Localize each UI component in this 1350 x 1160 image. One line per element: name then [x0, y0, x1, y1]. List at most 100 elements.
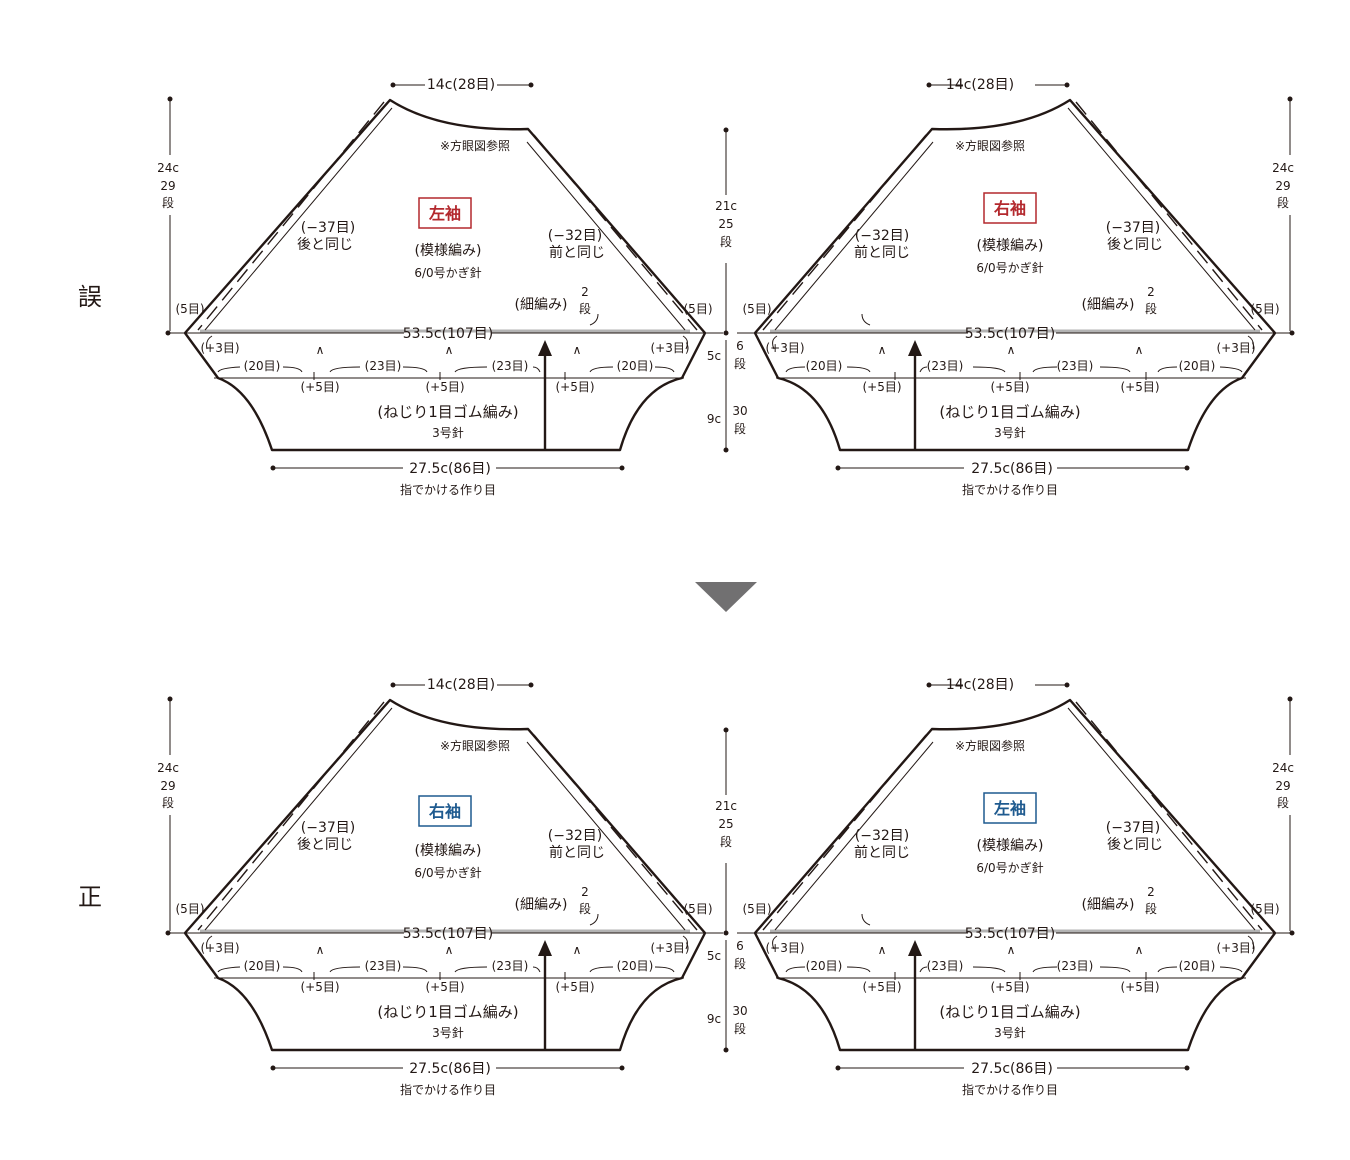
cap-height-c: 21c [715, 199, 737, 213]
cuff-height-rows: 30 [732, 404, 747, 418]
plus3-right: (+3目) [650, 341, 689, 355]
height-total-unit: 段 [162, 795, 174, 810]
five-sts-left: (5目) [743, 302, 772, 316]
caret-3: ∧ [1135, 943, 1144, 957]
full-width-label: 53.5c(107目) [965, 326, 1056, 342]
height-total-c: 24c [157, 161, 179, 175]
plus3-left: (+3目) [765, 341, 804, 355]
center-dims-top: 21c 25 段 5c 6 段 9c 30 段 [707, 127, 748, 453]
front-dec-label: (−32目) [855, 828, 909, 844]
front-dec-label: (−32目) [855, 228, 909, 244]
height-total-c: 24c [1272, 161, 1294, 175]
height-total-rows: 29 [160, 179, 175, 193]
twenty-right: (20目) [1179, 359, 1216, 373]
plus5-3: (+5目) [1120, 380, 1159, 394]
plus5-2: (+5目) [990, 980, 1029, 994]
front-same-label: 前と同じ [549, 844, 605, 861]
piece-top-left: 14c(28目) ※方眼図参照 左袖 (模様編み) 6/0号かぎ針 (−37目)… [157, 77, 725, 497]
cast-on-width-label: 27.5c(86目) [409, 461, 491, 477]
caret-1: ∧ [316, 943, 325, 957]
caret-2: ∧ [1007, 943, 1016, 957]
rows-2-num: 2 [581, 885, 589, 899]
back-dec-label: (−37目) [1106, 820, 1160, 836]
twentythree-1: (23目) [927, 359, 964, 373]
caret-3: ∧ [1135, 343, 1144, 357]
cuff-height-unit: 段 [734, 1021, 746, 1036]
hook-label: 6/0号かぎ針 [414, 865, 481, 880]
pattern-label: (模様編み) [977, 238, 1044, 254]
grid-ref-note: ※方眼図参照 [440, 738, 510, 753]
piece-top-right: 14c(28目) ※方眼図参照 右袖 (模様編み) 6/0号かぎ針 (−37目)… [735, 77, 1296, 497]
twenty-right: (20目) [617, 959, 654, 973]
pattern-label: (模様編み) [415, 843, 482, 859]
piece-bottom-left: 14c(28目) ※方眼図参照 右袖 (模様編み) 6/0号かぎ針 (−37目)… [157, 677, 725, 1097]
twenty-right: (20目) [1179, 959, 1216, 973]
caret-1: ∧ [878, 343, 887, 357]
caret-1: ∧ [316, 343, 325, 357]
piece-bottom-right: 14c(28目) ※方眼図参照 左袖 (模様編み) 6/0号かぎ針 (−37目)… [735, 677, 1296, 1097]
caret-2: ∧ [1007, 343, 1016, 357]
five-sts-left: (5目) [176, 302, 205, 316]
top-width-label: 14c(28目) [946, 77, 1014, 93]
plus3-right: (+3目) [1216, 341, 1255, 355]
single-crochet-label: (細編み) [515, 897, 568, 913]
hook-label: 6/0号かぎ針 [414, 265, 481, 280]
twenty-left: (20目) [806, 359, 843, 373]
piece-name-box [418, 795, 472, 827]
center-dims-bottom: 21c 25 段 5c 6 段 9c 30 段 [707, 727, 748, 1053]
plus3-left: (+3目) [200, 341, 239, 355]
plus3-left: (+3目) [200, 941, 239, 955]
height-total-unit: 段 [1277, 195, 1289, 210]
twentythree-2: (23目) [492, 959, 529, 973]
rows-2-num: 2 [581, 285, 589, 299]
rows-2-unit: 段 [579, 301, 591, 316]
rows-2-unit: 段 [579, 901, 591, 916]
cap-height-unit: 段 [720, 234, 732, 249]
back-dec-label: (−37目) [301, 220, 355, 236]
plus5-1: (+5目) [300, 980, 339, 994]
band-height-c: 5c [707, 949, 721, 963]
top-width-label: 14c(28目) [427, 677, 495, 693]
back-dec-label: (−37目) [301, 820, 355, 836]
back-same-label: 後と同じ [1107, 237, 1163, 253]
height-total-unit: 段 [1277, 795, 1289, 810]
plus5-3: (+5目) [555, 380, 594, 394]
rows-2-unit: 段 [1145, 301, 1157, 316]
plus3-left: (+3目) [765, 941, 804, 955]
cast-on-width-label: 27.5c(86目) [971, 1061, 1053, 1077]
needle-label: 3号針 [994, 1025, 1026, 1040]
needle-label: 3号針 [994, 425, 1026, 440]
twentythree-1: (23目) [365, 959, 402, 973]
cuff-height-c: 9c [707, 412, 721, 426]
cap-height-unit: 段 [720, 834, 732, 849]
five-sts-left: (5目) [176, 902, 205, 916]
front-same-label: 前と同じ [854, 244, 910, 261]
band-height-rows: 6 [736, 939, 744, 953]
twentythree-1: (23目) [365, 359, 402, 373]
piece-name: 左袖 [993, 799, 1026, 818]
cast-on-label: 指でかける作り目 [962, 482, 1058, 497]
five-sts-right: (5目) [1251, 902, 1280, 916]
rib-label: (ねじり1目ゴム編み) [939, 403, 1080, 421]
five-sts-left: (5目) [743, 902, 772, 916]
hook-label: 6/0号かぎ針 [976, 860, 1043, 875]
hook-label: 6/0号かぎ針 [976, 260, 1043, 275]
twentythree-2: (23目) [492, 359, 529, 373]
rows-2-num: 2 [1147, 885, 1155, 899]
cap-height-rows: 25 [718, 817, 733, 831]
piece-name: 左袖 [428, 204, 461, 223]
plus5-1: (+5目) [300, 380, 339, 394]
down-arrow-icon [695, 582, 757, 612]
band-height-unit: 段 [734, 956, 746, 971]
cast-on-label: 指でかける作り目 [400, 482, 496, 497]
back-dec-label: (−37目) [1106, 220, 1160, 236]
top-width-label: 14c(28目) [946, 677, 1014, 693]
grid-ref-note: ※方眼図参照 [955, 738, 1025, 753]
full-width-label: 53.5c(107目) [403, 926, 494, 942]
caret-2: ∧ [445, 943, 454, 957]
twenty-right: (20目) [617, 359, 654, 373]
cuff-height-unit: 段 [734, 421, 746, 436]
plus5-1: (+5目) [862, 980, 901, 994]
pattern-label: (模様編み) [415, 243, 482, 259]
